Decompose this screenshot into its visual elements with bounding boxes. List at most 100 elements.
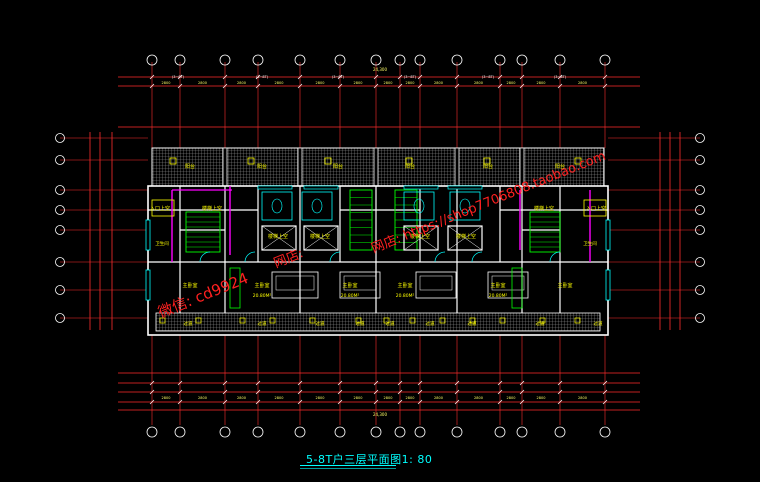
dim-tick: [557, 83, 563, 89]
master-area-label: 20.80M²: [341, 293, 360, 299]
axis-bubble: [55, 257, 65, 267]
axis-bubble: [494, 54, 506, 66]
dim-text: 2800: [474, 396, 483, 400]
dim-text: 2800: [316, 396, 325, 400]
axis-bubble: [55, 313, 65, 323]
window: [145, 269, 151, 301]
wardrobe: [229, 267, 241, 309]
dim-text: 2800: [507, 81, 516, 85]
dim-tick: [337, 399, 343, 405]
dim-tick: [602, 74, 608, 80]
drawing-caption: 5-8T户三层平面图1: 80: [306, 453, 433, 466]
axis-bubble: [370, 54, 382, 66]
dim-tick: [454, 83, 460, 89]
balcony-marker: [574, 157, 582, 165]
dim-text: 2800: [537, 81, 546, 85]
dim-tick: [557, 399, 563, 405]
bed: [487, 271, 529, 299]
dim-tick: [417, 380, 423, 386]
terrace-marker: [469, 317, 476, 324]
balcony-divider: [222, 147, 228, 187]
overall-dim-top: 24,300: [373, 67, 387, 72]
level-tag: (3~8T): [404, 75, 417, 79]
dim-tick: [222, 380, 228, 386]
bathroom-fixture: [449, 191, 481, 221]
dim-text: 2800: [275, 396, 284, 400]
bed-pillow: [343, 275, 377, 291]
dim-text: 2800: [384, 81, 393, 85]
axis-bubble: [55, 133, 65, 143]
dim-tick: [497, 83, 503, 89]
window: [257, 185, 293, 190]
door-swing: [244, 251, 256, 263]
terrace-marker: [239, 317, 246, 324]
void-cross: [303, 225, 339, 251]
stair-label: 楼梯上空: [534, 205, 554, 212]
stair-label: 楼梯上空: [410, 233, 430, 240]
dim-tick: [297, 389, 303, 395]
dim-tick: [222, 399, 228, 405]
overall-dim-bottom: 24,300: [373, 412, 387, 417]
caption-underline-2: [300, 468, 396, 469]
axis-bubble: [695, 205, 705, 215]
axis-bubble: [55, 185, 65, 195]
dim-tick: [222, 389, 228, 395]
dim-tick: [602, 380, 608, 386]
balcony-label: 阳台: [483, 163, 493, 170]
corridor-label: 过道: [316, 320, 325, 327]
terrace-marker: [195, 317, 202, 324]
axis-bubble: [516, 426, 528, 438]
dim-tick: [602, 83, 608, 89]
dim-text: 2800: [354, 396, 363, 400]
axis-bubble: [414, 426, 426, 438]
dim-tick: [519, 389, 525, 395]
dim-tick: [373, 389, 379, 395]
terrace-marker: [409, 317, 416, 324]
corridor-label: 过道: [184, 320, 193, 327]
axis-bubble: [695, 257, 705, 267]
master-bedroom-label: 主卧室: [557, 282, 572, 289]
door-swing: [549, 251, 561, 263]
axis-bubble: [219, 426, 231, 438]
bed-pillow: [491, 275, 525, 291]
dim-tick: [497, 399, 503, 405]
dim-tick: [519, 74, 525, 80]
corridor-label: 过道: [536, 320, 545, 327]
axis-bubble: [554, 54, 566, 66]
dim-tick: [255, 74, 261, 80]
corridor-label: 过道: [426, 320, 435, 327]
axis-bubble: [334, 426, 346, 438]
dim-text: 2800: [406, 81, 415, 85]
window: [403, 185, 439, 190]
window: [605, 269, 611, 301]
dim-tick: [497, 389, 503, 395]
bathroom-fixture: [261, 191, 293, 221]
axis-bubble: [334, 54, 346, 66]
stair-label: 楼梯上空: [202, 205, 222, 212]
stair-label: 楼梯上空: [268, 233, 288, 240]
terrace-marker: [439, 317, 446, 324]
bed: [271, 271, 319, 299]
dim-text: 2800: [198, 396, 207, 400]
void-cross: [403, 225, 439, 251]
balcony-divider: [373, 147, 379, 187]
dim-tick: [497, 74, 503, 80]
master-bedroom-label: 主卧室: [182, 282, 197, 289]
dim-tick: [222, 74, 228, 80]
axis-bubble: [394, 426, 406, 438]
void-box: [303, 225, 339, 251]
axis-bubble: [252, 426, 264, 438]
dim-tick: [297, 74, 303, 80]
axis-bubble: [695, 155, 705, 165]
entrance-box: [151, 199, 175, 217]
dim-tick: [177, 83, 183, 89]
axis-bubble: [695, 313, 705, 323]
balcony-divider: [297, 147, 303, 187]
bath-label: 卫生间: [155, 240, 169, 247]
entrance-label: 入口上空: [586, 205, 606, 212]
dim-tick: [337, 389, 343, 395]
void-box: [403, 225, 439, 251]
dim-tick: [557, 389, 563, 395]
window: [303, 185, 339, 190]
